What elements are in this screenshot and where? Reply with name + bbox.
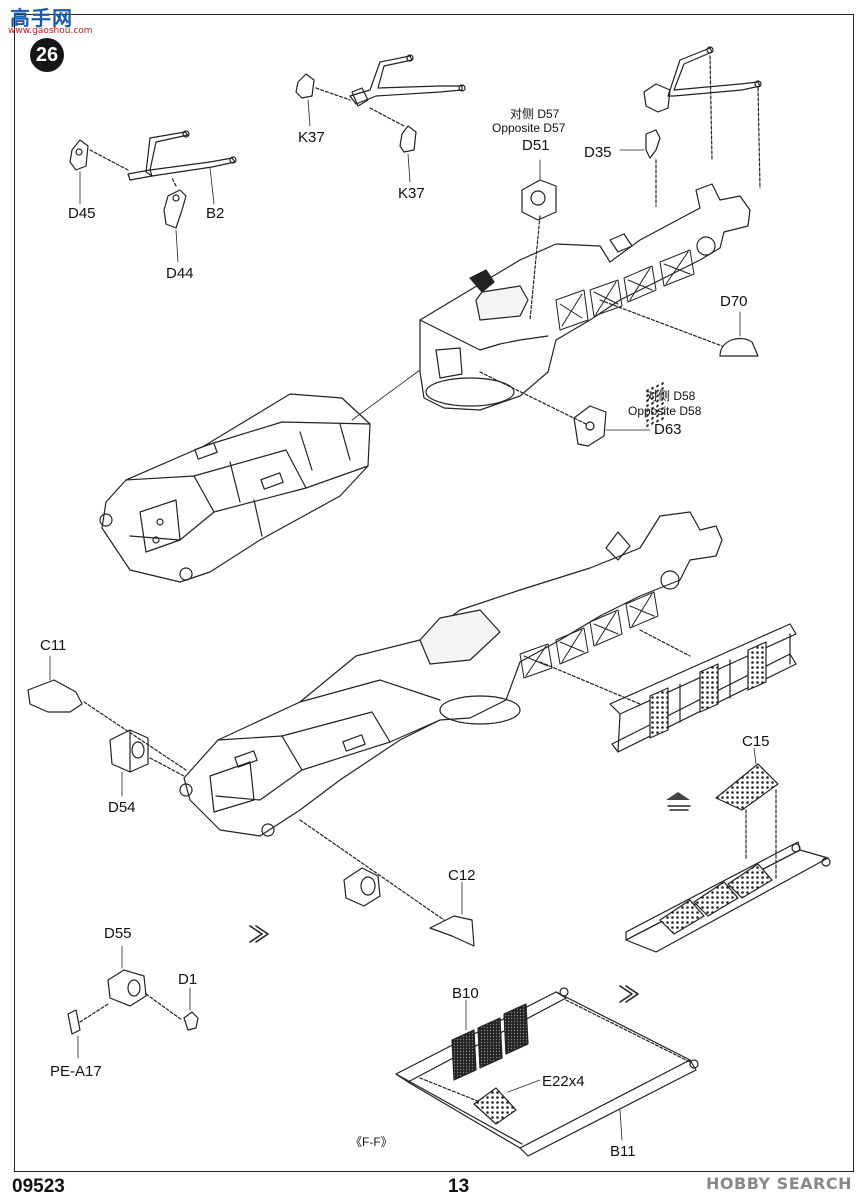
part-c12-socket <box>343 867 381 907</box>
part-pe-a17 <box>67 1009 81 1035</box>
part-top-right-rail <box>643 46 762 113</box>
part-d70 <box>719 337 759 357</box>
label-c15: C15 <box>742 733 770 750</box>
part-c11 <box>27 679 83 713</box>
step-badge: 26 <box>30 38 64 72</box>
part-d45 <box>69 139 89 171</box>
label-d54: D54 <box>108 799 136 816</box>
label-d57-en: Opposite D57 <box>492 121 566 135</box>
part-b10 <box>451 1003 529 1081</box>
label-d70: D70 <box>720 293 748 310</box>
lower-chassis-assembly <box>179 511 723 837</box>
direction-arrow-icon <box>666 792 691 811</box>
part-b2-rail <box>127 130 237 181</box>
upper-chassis-frame <box>419 183 751 411</box>
part-k37-bottom <box>399 125 417 153</box>
page-frame <box>14 14 854 1172</box>
lattice-frame-right <box>609 379 797 753</box>
part-d55 <box>107 969 147 1007</box>
part-d63 <box>573 405 607 447</box>
label-c12: C12 <box>448 867 476 884</box>
label-b2: B2 <box>206 205 225 222</box>
part-d54 <box>109 729 149 773</box>
label-c11: C11 <box>40 637 67 654</box>
part-c12 <box>429 915 475 947</box>
page-number: 13 <box>448 1176 470 1197</box>
part-k37-rail <box>349 54 466 107</box>
part-b11-frame <box>395 987 699 1157</box>
label-d45: D45 <box>68 205 96 222</box>
part-d1 <box>183 1011 199 1031</box>
view-note: 《F-F》 <box>350 1135 393 1149</box>
label-d35: D35 <box>584 144 612 161</box>
part-c15 <box>715 763 779 811</box>
step-frame-right <box>625 841 831 953</box>
site-logo: 高手网 www.gaoshou.com <box>4 2 93 36</box>
direction-arrow-icon <box>249 925 639 1003</box>
label-b11: B11 <box>610 1143 636 1160</box>
label-k37-top: K37 <box>298 129 325 146</box>
label-b10: B10 <box>452 985 479 1002</box>
label-d44: D44 <box>166 265 194 282</box>
part-d51 <box>521 179 557 221</box>
label-d51: D51 <box>522 137 550 154</box>
label-d57-cn: 对侧 D57 <box>510 107 560 121</box>
part-d35 <box>645 129 661 159</box>
part-k37-top <box>295 73 315 99</box>
site-logo-url: www.gaoshou.com <box>8 26 93 36</box>
part-d44 <box>163 189 187 229</box>
label-d58-en: Opposite D58 <box>628 404 702 418</box>
hobby-search-logo-icon: HOBBY SEARCH <box>706 1174 852 1193</box>
label-e22: E22x4 <box>542 1073 585 1090</box>
label-k37-bottom: K37 <box>398 185 425 202</box>
kit-number: 09523 <box>12 1176 65 1197</box>
site-logo-text: 高手网 <box>10 6 73 30</box>
label-d1: D1 <box>178 971 198 988</box>
label-pe-a17: PE-A17 <box>50 1063 102 1080</box>
battery-box-upper <box>99 393 371 583</box>
label-d55: D55 <box>104 925 132 942</box>
label-d58-cn: 对侧 D58 <box>646 389 696 403</box>
label-d63: D63 <box>654 421 682 438</box>
part-e22 <box>473 1087 517 1125</box>
